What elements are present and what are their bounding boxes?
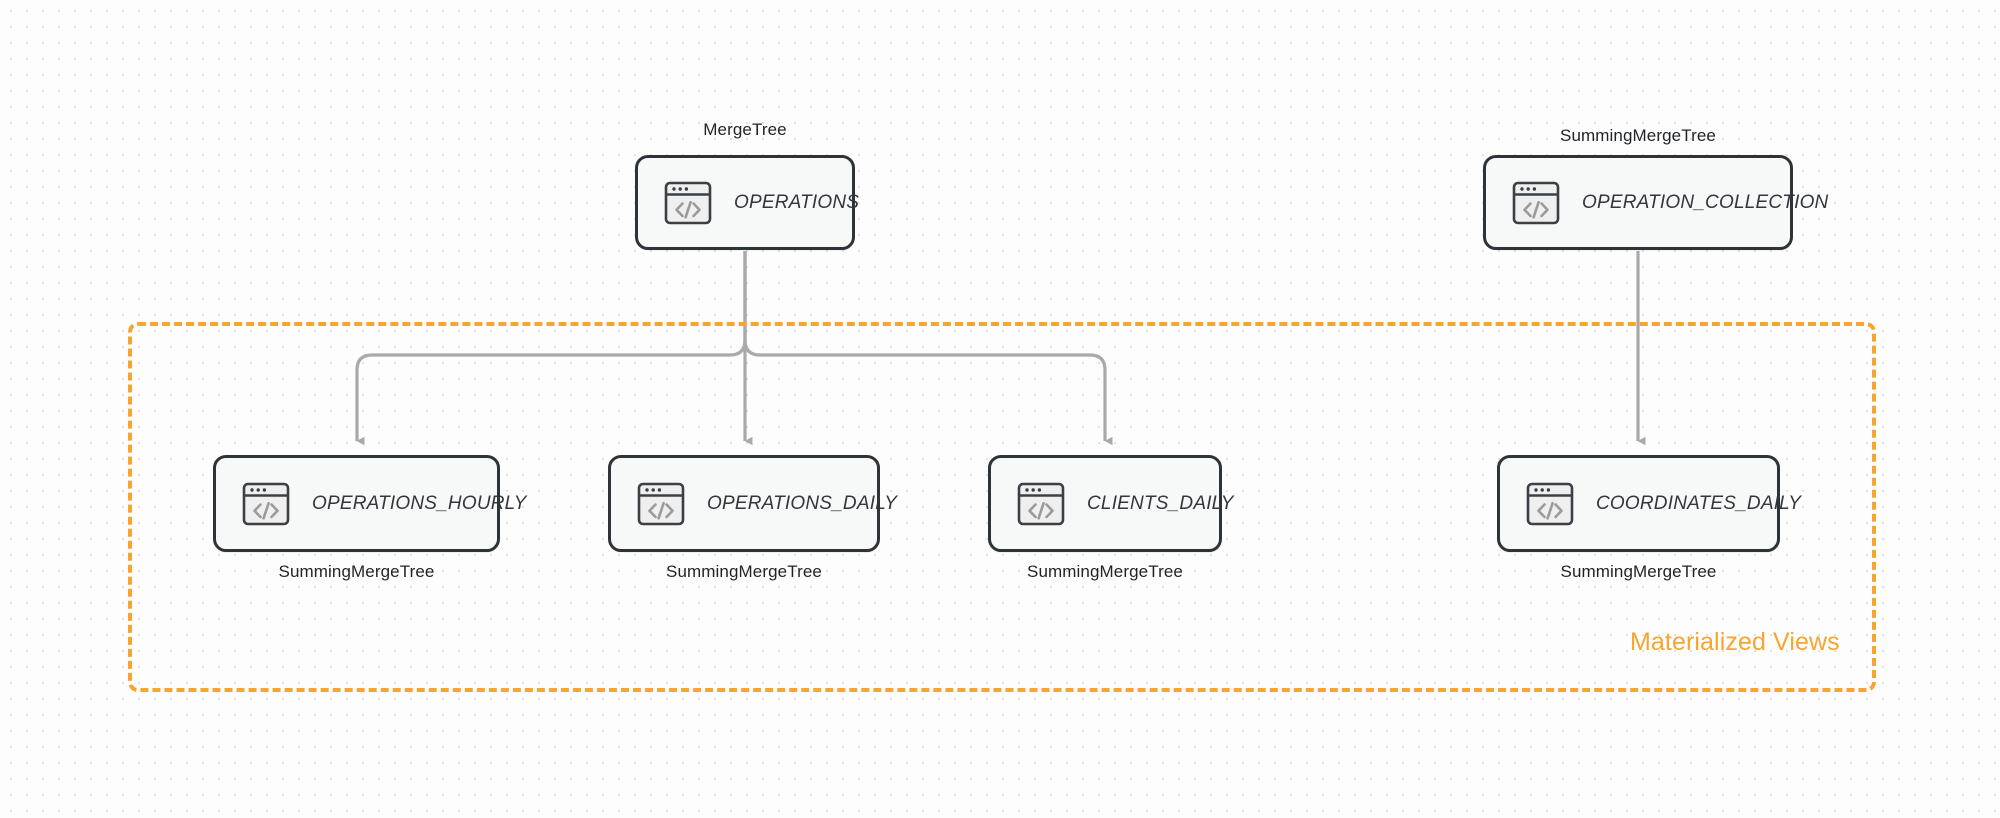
table-node-clients_daily[interactable]: CLIENTS_DAILY (988, 455, 1233, 552)
engine-label-operation_collection: SummingMergeTree (1560, 126, 1716, 145)
code-window-icon (1017, 482, 1065, 525)
code-window-icon (1526, 482, 1574, 525)
table-node-operation_collection[interactable]: OPERATION_COLLECTION (1483, 155, 1828, 250)
table-node-operations[interactable]: OPERATIONS (635, 155, 859, 250)
table-node-label: OPERATIONS_HOURLY (312, 492, 527, 514)
table-node-operations_daily[interactable]: OPERATIONS_DAILY (608, 455, 897, 552)
table-node-label: OPERATIONS (734, 191, 860, 213)
code-window-icon (637, 482, 685, 525)
table-node-label: CLIENTS_DAILY (1087, 492, 1234, 514)
engine-label-coordinates_daily: SummingMergeTree (1560, 562, 1717, 581)
code-window-icon (1512, 181, 1560, 224)
engine-label-clients_daily: SummingMergeTree (1027, 562, 1183, 581)
materialized-views-group (128, 322, 1876, 692)
engine-label-operations_daily: SummingMergeTree (666, 562, 822, 581)
table-node-coordinates_daily[interactable]: COORDINATES_DAILY (1497, 455, 1801, 552)
table-node-label: OPERATIONS_DAILY (707, 492, 898, 514)
table-node-label: COORDINATES_DAILY (1596, 492, 1802, 514)
code-window-icon (664, 181, 712, 224)
engine-label-operations_hourly: SummingMergeTree (278, 562, 435, 581)
table-node-operations_hourly[interactable]: OPERATIONS_HOURLY (213, 455, 526, 552)
materialized-views-group-label: Materialized Views (1630, 628, 1840, 656)
table-node-label: OPERATION_COLLECTION (1582, 191, 1829, 213)
engine-label-operations: MergeTree (703, 120, 787, 139)
code-window-icon (242, 482, 290, 525)
